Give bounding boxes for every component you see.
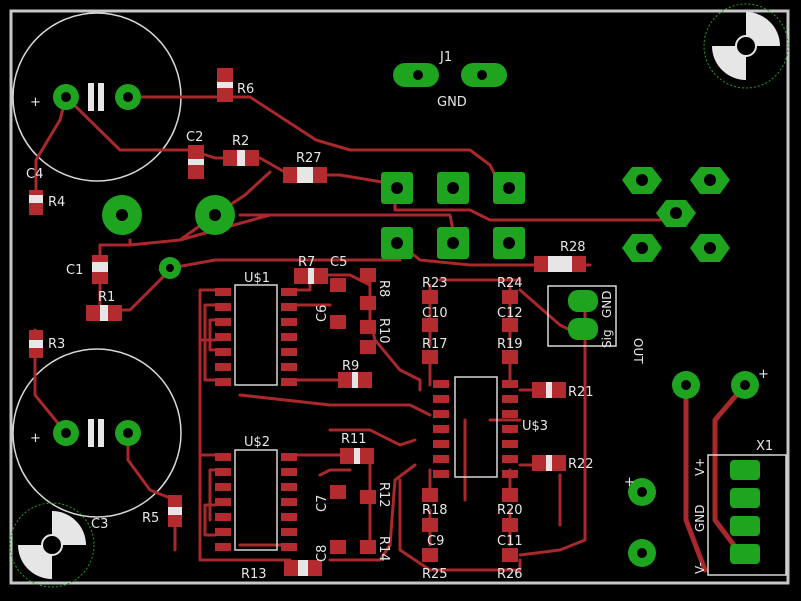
electrolytic-cap-symbols <box>88 83 104 447</box>
connector-sig-gnd-outline <box>547 285 617 347</box>
label-plus-c3: + <box>30 431 41 446</box>
label-r24: R24 <box>497 276 523 291</box>
label-r26: R26 <box>497 567 523 582</box>
label-r23: R23 <box>422 276 448 291</box>
label-r3: R3 <box>48 337 65 352</box>
label-r20: R20 <box>497 503 523 518</box>
label-gnd-x1: GND <box>693 504 707 532</box>
label-r4: R4 <box>48 195 65 210</box>
ic-u3 <box>433 376 518 478</box>
label-c10: C10 <box>422 306 448 321</box>
label-r1: R1 <box>98 290 115 305</box>
mounting-hole-bottom-left <box>9 502 95 588</box>
label-r8: R8 <box>376 280 391 297</box>
label-plus-c4: + <box>30 95 41 110</box>
label-u3: U$3 <box>522 419 548 434</box>
label-c11: C11 <box>497 534 523 549</box>
smd-passives <box>29 68 586 576</box>
label-vplus: V+ <box>693 458 707 476</box>
label-r9: R9 <box>342 359 359 374</box>
label-r13: R13 <box>241 567 267 582</box>
label-r7: R7 <box>298 255 315 270</box>
ic-u1 <box>215 284 297 386</box>
label-r14: R14 <box>376 536 391 562</box>
label-gnd-out: GND <box>600 290 614 318</box>
ic-u2 <box>215 449 297 551</box>
label-r2: R2 <box>232 134 249 149</box>
label-c5: C5 <box>330 255 347 270</box>
label-sig: Sig <box>600 329 614 348</box>
through-hole-pads <box>53 63 760 567</box>
label-gnd-top: GND <box>437 95 467 110</box>
board-outline <box>9 9 790 585</box>
capacitor-c3-outline <box>12 348 182 518</box>
label-j1: J1 <box>439 50 452 65</box>
label-vminus: V- <box>693 562 707 574</box>
label-u2: U$2 <box>244 435 270 450</box>
mounting-hole-top-right <box>703 3 789 89</box>
label-c4: C4 <box>26 167 43 182</box>
label-plus-aux: + <box>624 475 635 490</box>
label-out: OUT <box>631 338 645 364</box>
label-r22: R22 <box>568 457 594 472</box>
connector-x1-outline <box>707 454 787 576</box>
label-r10: R10 <box>376 318 391 344</box>
label-c8: C8 <box>315 545 330 562</box>
label-r18: R18 <box>422 503 448 518</box>
label-plus-power: + <box>758 367 769 382</box>
label-c9: C9 <box>427 534 444 549</box>
silk-labels: J1 GND R6 C2 R2 R27 C4 R4 C1 R1 R3 R7 C5… <box>26 50 773 582</box>
label-c2: C2 <box>186 130 203 145</box>
label-r19: R19 <box>497 337 523 352</box>
label-r28: R28 <box>560 240 586 255</box>
label-c12: C12 <box>497 306 523 321</box>
label-c3: C3 <box>91 517 108 532</box>
label-r27: R27 <box>296 151 322 166</box>
label-x1: X1 <box>756 439 773 454</box>
label-u1: U$1 <box>244 271 270 286</box>
label-r6: R6 <box>237 82 254 97</box>
label-c7: C7 <box>315 495 330 512</box>
label-r11: R11 <box>341 432 367 447</box>
label-r21: R21 <box>568 385 594 400</box>
label-r5: R5 <box>142 511 159 526</box>
label-c1: C1 <box>66 263 83 278</box>
label-c6: C6 <box>315 305 330 322</box>
label-r25: R25 <box>422 567 448 582</box>
label-r12: R12 <box>376 482 391 508</box>
label-r17: R17 <box>422 337 448 352</box>
